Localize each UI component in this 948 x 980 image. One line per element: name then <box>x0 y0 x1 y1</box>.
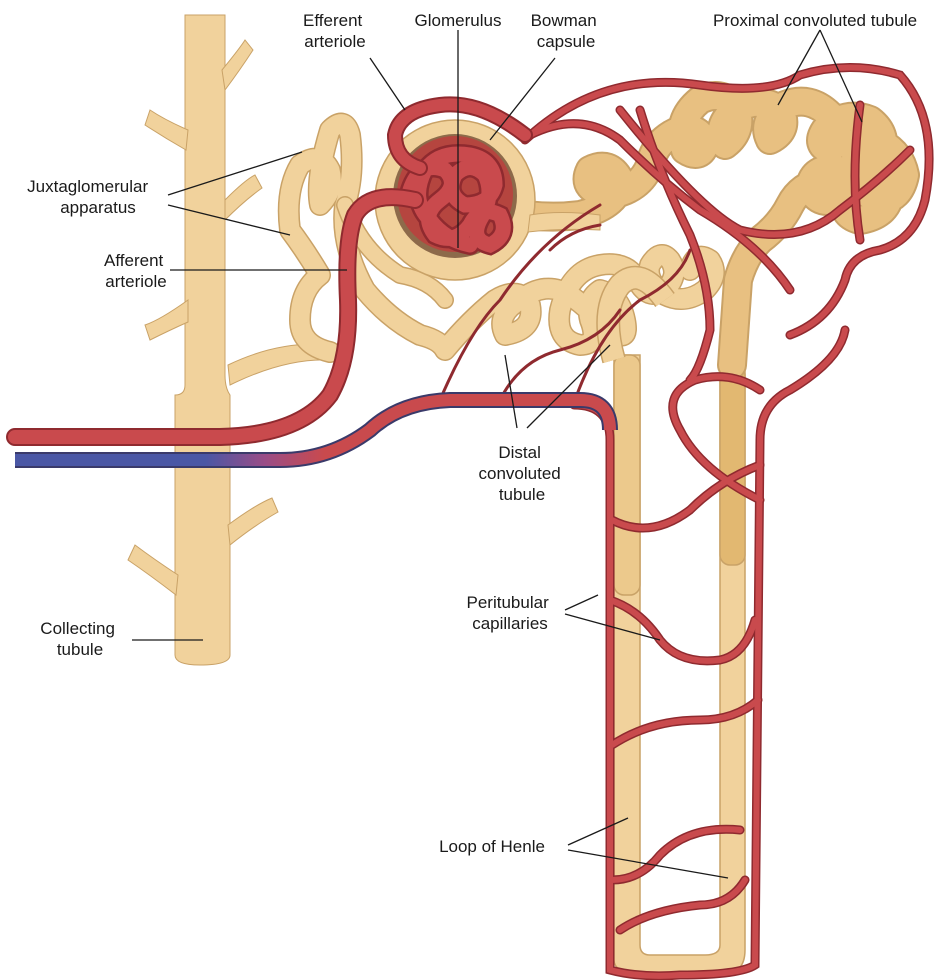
leader-peritubular-1 <box>565 595 598 610</box>
peritubular-capillaries-label: Peritubular capillaries <box>467 593 554 633</box>
leader-efferent-arteriole <box>370 58 405 110</box>
juxtaglomerular-apparatus-label: Juxtaglomerular apparatus <box>27 177 153 217</box>
leader-distal-1 <box>505 355 517 428</box>
afferent-arteriole-label: Afferent arteriole <box>104 251 168 291</box>
glomerulus-label: Glomerulus <box>415 11 502 30</box>
loop-of-henle <box>608 278 745 975</box>
bowman-capsule-label: Bowman capsule <box>531 11 602 51</box>
efferent-arteriole-label: Efferent arteriole <box>303 11 367 51</box>
collecting-tubule-label: Collecting tubule <box>40 619 119 659</box>
leader-henle-2 <box>568 850 728 878</box>
distal-convoluted-tubule-label: Distal convoluted tubule <box>479 443 566 504</box>
loop-of-henle-label: Loop of Henle <box>439 837 545 856</box>
proximal-convoluted-tubule-label: Proximal convoluted tubule <box>713 11 917 30</box>
